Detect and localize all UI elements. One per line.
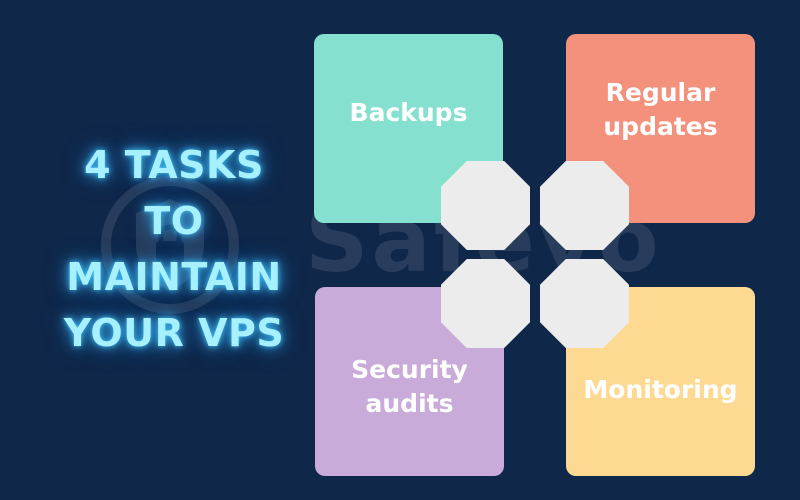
headline: 4 TASKS TO MAINTAIN YOUR VPS — [44, 137, 304, 361]
task-card-security-audits: Security audits — [315, 287, 504, 476]
octagon-shape — [441, 161, 530, 250]
task-label-monitoring: Monitoring — [583, 375, 738, 404]
headline-line: YOUR VPS — [63, 311, 285, 355]
octagon-shape — [540, 259, 629, 348]
task-label-regular-updates: Regular updates — [566, 76, 755, 144]
octagon-shape — [441, 259, 530, 348]
task-label-line: Security — [351, 355, 468, 384]
task-label-line: Regular — [605, 78, 716, 107]
headline-line: TO — [144, 199, 204, 243]
task-label-line: updates — [603, 112, 718, 141]
headline-line: MAINTAIN — [66, 255, 282, 299]
octagon-shape — [540, 161, 629, 250]
task-label-backups: Backups — [349, 98, 468, 127]
headline-line: 4 TASKS — [84, 143, 264, 187]
task-label-security-audits: Security audits — [315, 353, 504, 421]
task-label-line: audits — [365, 389, 454, 418]
